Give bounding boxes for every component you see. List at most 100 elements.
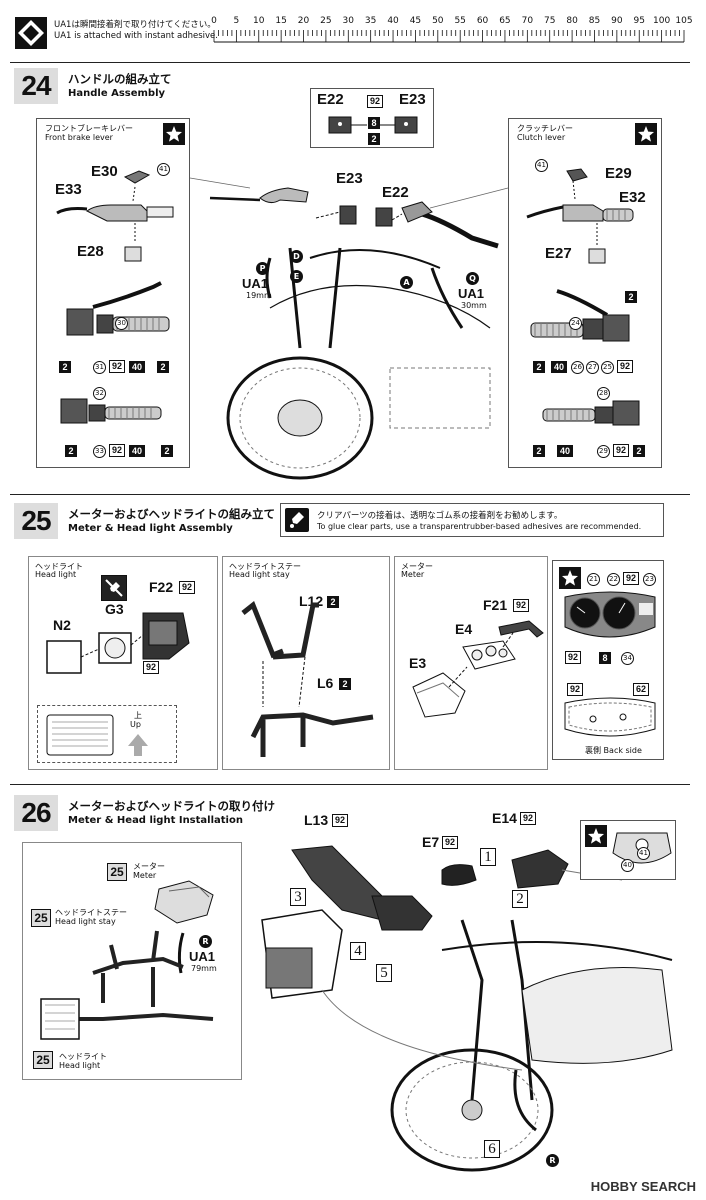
ruler-tick-label: 70 xyxy=(521,16,534,26)
sub-assembly-drawing xyxy=(40,880,214,1040)
ua1-r-length: 79mm xyxy=(191,964,217,973)
part-l6-label: L6 xyxy=(317,675,334,691)
color-8-tag: 8 xyxy=(599,652,611,664)
ruler-tick-label: 35 xyxy=(364,16,377,26)
divider xyxy=(10,784,690,785)
meter-exploded-drawing xyxy=(412,620,544,718)
color-92-tag: 92 xyxy=(613,444,629,457)
color-40-tag: 40 xyxy=(557,445,573,457)
color-92-tag: 92 xyxy=(109,360,125,373)
part-g3-label: G3 xyxy=(105,601,124,617)
meter-en: Meter xyxy=(133,871,157,880)
stay-exploded-drawing xyxy=(241,600,374,757)
part-e32-label: E32 xyxy=(619,189,646,206)
color-2-tag: 2 xyxy=(65,445,77,457)
color-2-tag: 2 xyxy=(533,445,545,457)
part-32-circle: 32 xyxy=(93,387,106,400)
front-brake-lever-en: Front brake lever xyxy=(45,133,113,142)
part-41-circle: 41 xyxy=(535,159,548,172)
meter-back-drawing xyxy=(564,697,656,737)
ruler-scale-drawing xyxy=(213,30,685,43)
legend-jp: UA1は瞬間接着剤で取り付けてください。 xyxy=(54,20,216,30)
clear-parts-notice: クリアパーツの接着は、透明なゴム系の接着剤をお勧めします。 To glue cl… xyxy=(280,503,664,537)
color-92-tag: 92 xyxy=(623,572,639,585)
ua1-p-length: 19mm xyxy=(246,291,272,300)
motorcycle-installation-drawing xyxy=(261,845,673,1172)
ruler-tick-label: 100 xyxy=(653,16,671,26)
ruler-tick-label: 10 xyxy=(253,16,265,26)
step-26-number: 26 xyxy=(14,795,58,831)
sequence-3: 3 xyxy=(290,888,306,906)
color-92-tag: 92 xyxy=(617,360,633,373)
headlight-lens-detail: 上 Up xyxy=(37,705,177,763)
part-f21-label: F21 xyxy=(483,597,508,613)
step-26-title-jp: メーターおよびヘッドライトの取り付け xyxy=(68,799,275,813)
cable-r-marker: R xyxy=(546,1154,559,1167)
headlight-jp: ヘッドライト xyxy=(59,1052,107,1061)
legend-en: UA1 is attached with instant adhesive. xyxy=(54,31,218,41)
step-25-title-jp: メーターおよびヘッドライトの組み立て xyxy=(68,507,275,521)
sequence-2: 2 xyxy=(512,890,528,908)
glue-icon xyxy=(285,508,309,532)
notice-jp: クリアパーツの接着は、透明なゴム系の接着剤をお勧めします。 xyxy=(317,511,563,521)
up-arrow-icon xyxy=(128,734,148,756)
part-e3-label: E3 xyxy=(409,655,427,671)
step-24-title-en: Handle Assembly xyxy=(68,88,166,99)
step-25-ref: 25 xyxy=(33,1051,53,1069)
step-25-ref: 25 xyxy=(31,909,51,927)
color-92-tag: 92 xyxy=(143,661,159,674)
color-40-tag: 40 xyxy=(551,361,567,373)
part-27-circle: 27 xyxy=(586,361,599,374)
part-33-circle: 33 xyxy=(93,445,106,458)
headlight-stay-panel: ヘッドライトステー Head light stay L12 2 L6 2 xyxy=(222,556,390,770)
part-e27-label: E27 xyxy=(545,245,572,262)
cable-e-marker: E xyxy=(290,270,303,283)
color-92-tag: 92 xyxy=(513,599,529,612)
divider xyxy=(10,62,690,63)
ua1-q-length: 30mm xyxy=(461,301,487,310)
color-92-tag: 92 xyxy=(179,581,195,594)
clutch-lever-assembled-drawing xyxy=(530,289,630,342)
step-26-title-en: Meter & Head light Installation xyxy=(68,815,243,826)
star-icon xyxy=(585,825,607,847)
part-e14-label: E14 xyxy=(492,810,517,826)
part-f22-label: F22 xyxy=(149,579,174,595)
step-24-top-panel: E22 E23 92 8 2 xyxy=(310,88,434,148)
color-92-tag: 92 xyxy=(332,814,348,827)
stay-en: Head light stay xyxy=(229,570,290,579)
part-e30-label: E30 xyxy=(91,163,118,180)
up-jp: 上 xyxy=(134,711,142,720)
clutch-lever-assembled-drawing-2 xyxy=(542,400,640,426)
part-e23-label: E23 xyxy=(336,170,363,187)
clutch-lever-exploded-drawing xyxy=(526,168,634,264)
color-2-tag: 2 xyxy=(327,596,339,608)
step-25-ref: 25 xyxy=(107,863,127,881)
cable-r-marker: R xyxy=(199,935,212,948)
ruler-tick-label: 95 xyxy=(633,16,645,26)
part-e22-label: E22 xyxy=(382,184,409,201)
color-2-tag: 2 xyxy=(157,361,169,373)
cable-d-marker: D xyxy=(290,250,303,263)
meter-jp: メーター xyxy=(401,562,433,571)
part-24-circle: 24 xyxy=(569,317,582,330)
part-e7-label: E7 xyxy=(422,834,440,850)
part-29-circle: 29 xyxy=(597,445,610,458)
part-41-circle: 41 xyxy=(157,163,170,176)
stay-jp: ヘッドライトステー xyxy=(55,908,127,917)
ruler-tick-label: 85 xyxy=(588,16,601,26)
color-40-tag: 40 xyxy=(129,361,145,373)
headlight-exploded-drawing xyxy=(46,612,190,674)
ruler-tick-label: 30 xyxy=(342,16,355,26)
notice-en: To glue clear parts, use a transparentru… xyxy=(317,522,642,531)
cable-p-marker: P xyxy=(256,262,269,275)
ruler-tick-label: 5 xyxy=(233,16,240,26)
meter-en: Meter xyxy=(401,570,425,579)
part-e28-label: E28 xyxy=(77,243,104,260)
part-e22-label: E22 xyxy=(317,91,344,108)
ruler-tick-label: 65 xyxy=(499,16,511,26)
brake-lever-assembled-drawing-2 xyxy=(60,398,162,424)
ruler-tick-label: 40 xyxy=(387,16,399,26)
step-24-title-jp: ハンドルの組み立て xyxy=(68,72,172,86)
cable-q-marker: Q xyxy=(466,272,479,285)
ruler-tick-label: 15 xyxy=(275,16,287,26)
